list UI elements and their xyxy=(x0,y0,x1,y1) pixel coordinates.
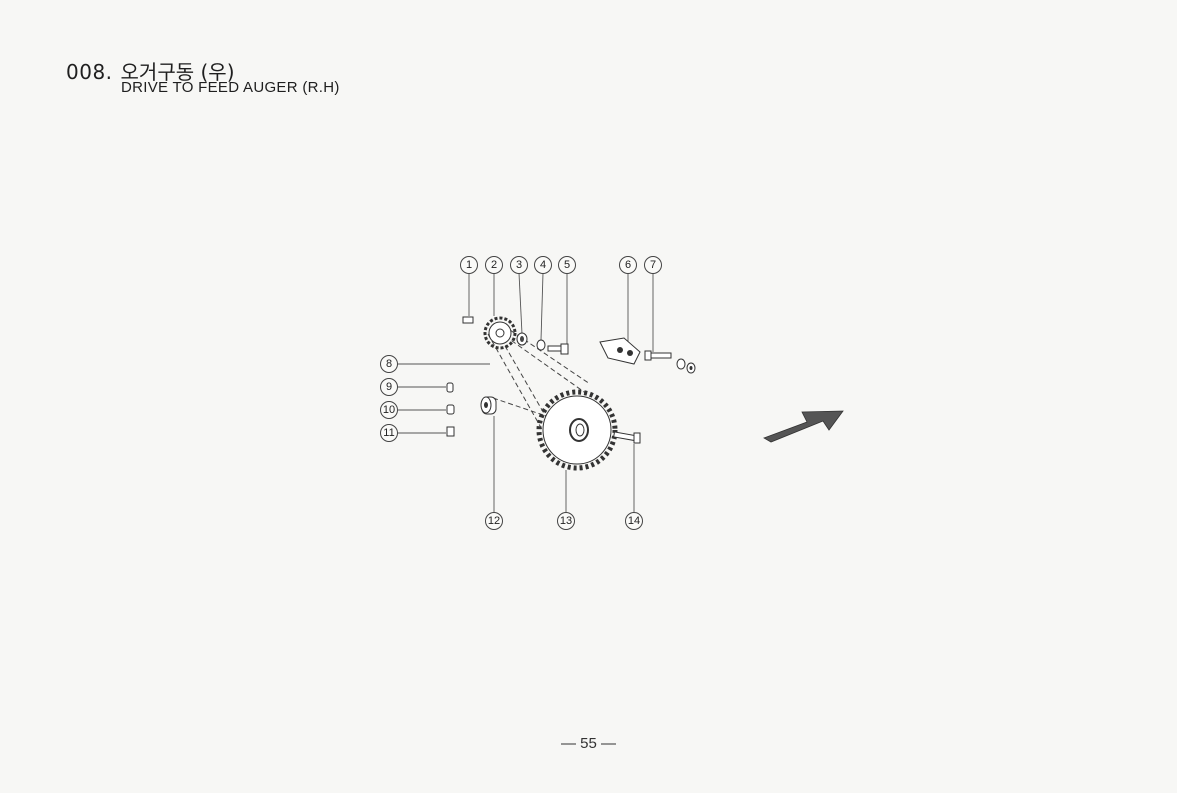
callout-12: 12 xyxy=(485,512,503,530)
svg-text:12: 12 xyxy=(488,515,500,527)
svg-text:6: 6 xyxy=(625,259,631,271)
callout-7: 7 xyxy=(644,256,662,274)
svg-text:2: 2 xyxy=(491,259,497,271)
svg-text:5: 5 xyxy=(564,259,570,271)
joint-link-part xyxy=(446,382,454,393)
collar-part xyxy=(516,332,528,346)
callout-4: 4 xyxy=(534,256,552,274)
callout-5: 5 xyxy=(558,256,576,274)
bolt-part xyxy=(547,343,569,355)
key-pin-part xyxy=(462,316,474,324)
tension-bolt-part xyxy=(644,350,696,374)
svg-text:10: 10 xyxy=(383,404,395,416)
svg-text:7: 7 xyxy=(650,259,656,271)
callout-2: 2 xyxy=(485,256,503,274)
callout-10: 10 xyxy=(380,401,398,419)
leader-lines xyxy=(398,272,654,513)
title-english: DRIVE TO FEED AUGER (R.H) xyxy=(121,79,340,96)
small-sprocket-part xyxy=(483,316,517,350)
washer-part xyxy=(536,339,546,351)
offset-link-part xyxy=(446,404,455,415)
title-row: 008. 오거구동 (우) xyxy=(66,56,235,85)
spacer-part xyxy=(480,396,497,415)
page-number: — 55 — xyxy=(560,735,617,752)
page-header: 008. 오거구동 (우) DRIVE TO FEED AUGER (R.H) xyxy=(66,56,339,96)
callout-13: 13 xyxy=(557,512,575,530)
svg-text:1: 1 xyxy=(466,259,472,271)
callout-3: 3 xyxy=(510,256,528,274)
svg-text:3: 3 xyxy=(516,259,522,271)
link-plate-part xyxy=(446,426,455,437)
svg-text:13: 13 xyxy=(560,515,572,527)
svg-text:14: 14 xyxy=(628,515,640,527)
direction-arrow-icon xyxy=(763,410,844,443)
svg-text:9: 9 xyxy=(386,381,392,393)
svg-text:11: 11 xyxy=(383,427,394,439)
callout-1: 1 xyxy=(460,256,478,274)
title-korean: 오거구동 (우) xyxy=(120,60,235,84)
svg-text:8: 8 xyxy=(386,358,392,370)
pin-bolt-part xyxy=(613,431,641,444)
callout-11: 11 xyxy=(380,424,398,442)
large-sprocket-part xyxy=(536,389,618,471)
callout-14: 14 xyxy=(625,512,643,530)
callout-6: 6 xyxy=(619,256,637,274)
section-code: 008. xyxy=(66,60,113,84)
callout-8: 8 xyxy=(380,355,398,373)
svg-text:4: 4 xyxy=(540,259,546,271)
callout-9: 9 xyxy=(380,378,398,396)
tensioner-bracket-part xyxy=(599,337,641,365)
